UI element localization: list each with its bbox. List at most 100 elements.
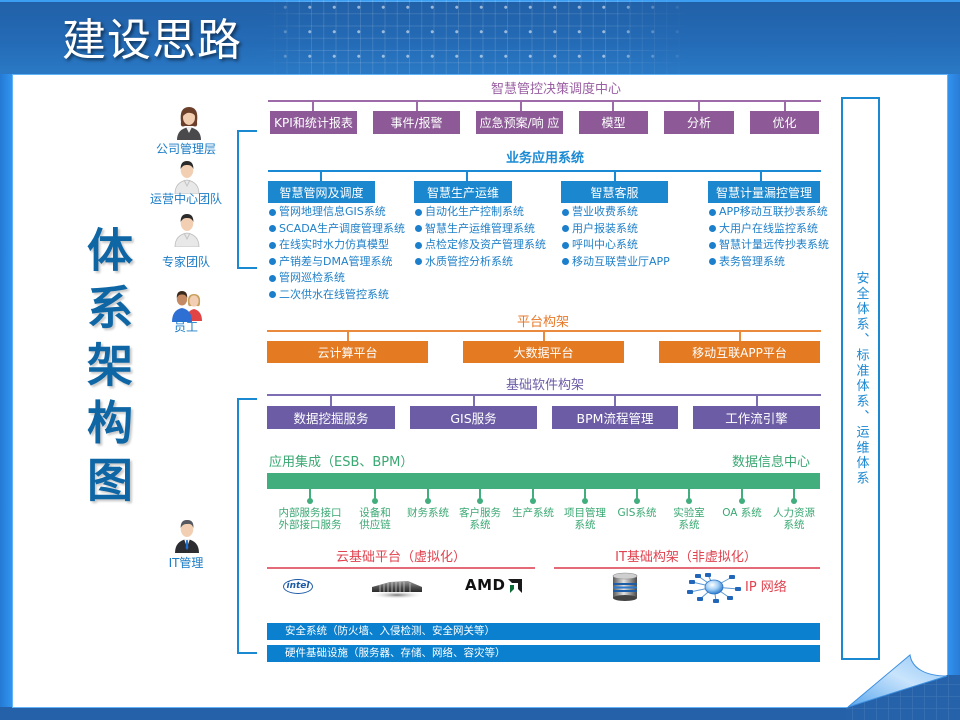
bullet-icon — [709, 241, 716, 249]
manager-woman-icon — [177, 107, 201, 140]
list-item-text: 用户报装系统 — [572, 221, 638, 235]
base-software-line — [267, 394, 821, 396]
side-title: 体系架构图 — [80, 226, 134, 514]
decision-center-title: 智慧管控决策调度中心 — [490, 82, 621, 97]
integration-bus-bar — [267, 473, 820, 489]
connector — [532, 489, 534, 500]
list-item: 呼叫中心系统 — [562, 237, 670, 254]
page-title: 建设思路 — [62, 15, 242, 66]
list-item: 二次供水在线管控系统 — [269, 287, 405, 304]
connector — [466, 171, 468, 181]
node-dot-icon — [372, 498, 378, 504]
bullet-icon — [709, 225, 716, 233]
amd-logo: AMD — [465, 577, 522, 594]
list-item: 智慧计量远传抄表系统 — [709, 237, 829, 254]
role-label-company-management: 公司管理层 — [155, 142, 216, 156]
decision-box-emergency: 应急预案/响 应 — [476, 111, 563, 134]
integration-item: 内部服务接口外部接口服务 — [274, 489, 346, 531]
integration-item: 设备和供应链 — [339, 489, 411, 531]
connector — [698, 101, 700, 111]
bullet-icon — [415, 225, 422, 233]
bullet-icon — [269, 291, 276, 299]
bullet-icon — [562, 258, 569, 266]
node-dot-icon — [686, 498, 692, 504]
node-dot-icon — [307, 498, 313, 504]
node-dot-icon — [634, 498, 640, 504]
integration-item-line2: 供应链 — [359, 518, 391, 531]
connector — [614, 171, 616, 181]
list-item-text: 营业收费系统 — [572, 205, 638, 218]
server-rack-icon — [370, 581, 424, 599]
connector — [427, 489, 429, 500]
node-dot-icon — [477, 498, 483, 504]
list-item: 管网地理信息GIS系统 — [269, 204, 405, 221]
connector — [793, 489, 795, 500]
intel-logo: intel — [283, 579, 313, 594]
platform-box-bigdata: 大数据平台 — [463, 341, 624, 363]
integration-item-line2: 系统 — [678, 518, 700, 531]
connector — [636, 489, 638, 500]
list-item: 智慧生产运维管理系统 — [415, 221, 546, 238]
integration-item-line2: 外部接口服务 — [278, 518, 342, 531]
node-dot-icon — [530, 498, 536, 504]
integration-item: 生产系统 — [497, 489, 569, 520]
integration-item: 财务系统 — [392, 489, 464, 520]
list-item-text: 智慧生产运维管理系统 — [425, 221, 535, 235]
group-list-production-ops: 自动化生产控制系统 智慧生产运维管理系统 点检定修及资产管理系统 水质管控分析系… — [415, 204, 546, 270]
hardware-infrastructure-bar: 硬件基础设施（服务器、存储、网络、容灾等） — [267, 645, 820, 662]
connector — [347, 331, 349, 341]
ip-network-label: IP 网络 — [745, 580, 787, 595]
bullet-icon — [269, 225, 276, 233]
connector — [473, 395, 475, 406]
standards-system-box: 安全体系、标准体系、运维体系 — [841, 97, 880, 660]
connector — [330, 395, 332, 406]
group-box-production-ops: 智慧生产运维 — [414, 181, 512, 203]
integration-item-line1: 设备和 — [359, 507, 391, 519]
role-label-operations-team: 运营中心团队 — [149, 192, 222, 206]
decision-box-analysis: 分析 — [664, 111, 734, 134]
integration-item-line1: 人力资源 — [773, 507, 815, 519]
list-item-text: 点检定修及资产管理系统 — [425, 238, 546, 251]
list-item-text: 产销差与DMA管理系统 — [279, 254, 393, 268]
list-item-text: 水质管控分析系统 — [425, 254, 513, 268]
integration-item-line1: 内部服务接口 — [278, 507, 342, 519]
group-box-pipe-network: 智慧管网及调度 — [268, 181, 375, 203]
cloud-infra-title: 云基础平台（虚拟化） — [335, 550, 466, 565]
group-list-metering: APP移动互联抄表系统 大用户在线监控系统 智慧计量远传抄表系统 表务管理系统 — [709, 204, 829, 270]
connector — [309, 489, 311, 500]
integration-item-line2: 系统 — [783, 518, 805, 531]
integration-item-line1: OA 系统 — [722, 507, 762, 519]
bullet-icon — [269, 274, 276, 282]
it-infra-line — [554, 567, 820, 569]
list-item: APP移动互联抄表系统 — [709, 204, 829, 221]
integration-left-label: 应用集成（ESB、BPM） — [269, 455, 414, 470]
platform-title: 平台构架 — [516, 315, 569, 330]
integration-item-line1: 客户服务 — [459, 507, 501, 519]
integration-item-line1: 生产系统 — [512, 507, 554, 519]
standards-system-text: 安全体系、标准体系、运维体系 — [853, 270, 869, 487]
lower-role-bracket — [237, 398, 257, 654]
connector — [520, 101, 522, 111]
it-manager-icon — [175, 519, 199, 553]
software-box-data-mining: 数据挖掘服务 — [267, 406, 395, 429]
connector — [584, 489, 586, 500]
node-dot-icon — [791, 498, 797, 504]
business-apps-line — [268, 170, 821, 172]
cloud-infra-line — [267, 567, 535, 569]
list-item: 产销差与DMA管理系统 — [269, 254, 405, 271]
connector — [312, 101, 314, 111]
connector — [688, 489, 690, 500]
group-box-customer-service: 智慧客服 — [561, 181, 668, 203]
frame-bottom — [0, 707, 960, 720]
list-item-text: 智慧计量远传抄表系统 — [719, 238, 829, 251]
integration-item-line1: 财务系统 — [407, 507, 449, 519]
integration-item: OA 系统 — [706, 489, 778, 520]
list-item-text: 管网地理信息GIS系统 — [279, 205, 386, 218]
upper-role-bracket — [237, 130, 257, 269]
list-item: 水质管控分析系统 — [415, 254, 546, 271]
list-item-text: 呼叫中心系统 — [572, 238, 638, 251]
it-infra-title: IT基础构架（非虚拟化） — [615, 550, 757, 565]
group-list-customer-service: 营业收费系统 用户报装系统 呼叫中心系统 移动互联营业厅APP — [562, 204, 670, 270]
expert-man-icon — [174, 214, 200, 247]
